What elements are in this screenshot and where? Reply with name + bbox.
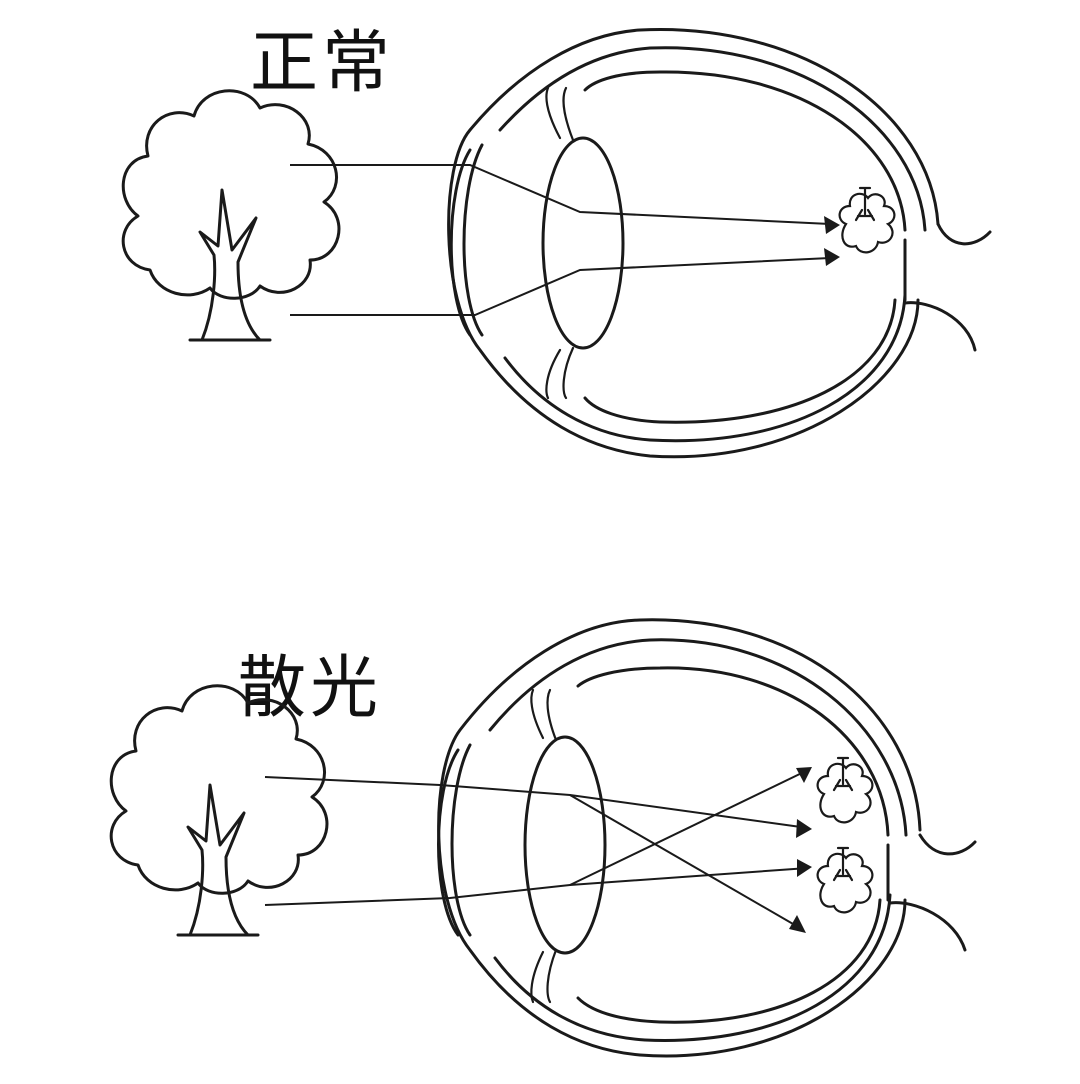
panel-normal bbox=[121, 28, 992, 459]
retina-image-icon bbox=[816, 756, 874, 824]
label-astigmatism: 散光 bbox=[238, 649, 383, 728]
arrowhead-icon bbox=[797, 859, 812, 877]
panel-astigmatism bbox=[109, 618, 977, 1058]
arrowhead-icon bbox=[824, 216, 840, 234]
arrowhead-icon bbox=[796, 819, 812, 838]
tree-icon bbox=[121, 89, 341, 342]
arrowhead-icon bbox=[824, 248, 840, 266]
retina-image-icon bbox=[838, 186, 896, 254]
retina-image-icon bbox=[816, 846, 874, 914]
eyeball-icon bbox=[447, 28, 992, 459]
label-normal: 正常 bbox=[250, 24, 395, 103]
arrowhead-icon bbox=[796, 767, 812, 783]
light-rays bbox=[264, 767, 812, 933]
light-rays bbox=[290, 164, 840, 316]
arrowhead-icon bbox=[789, 915, 806, 933]
eyeball-icon bbox=[437, 618, 977, 1058]
tree-icon bbox=[109, 684, 329, 937]
